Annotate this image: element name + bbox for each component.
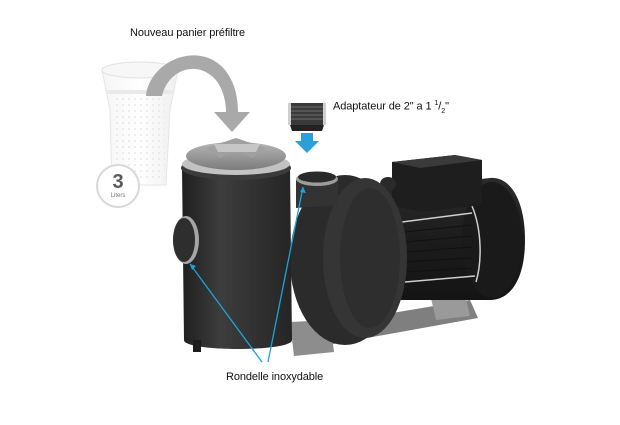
adapter-label-suffix: " (445, 100, 449, 113)
adapter-label-text: Adaptateur de 2" a 1 (333, 100, 435, 113)
blue-down-arrow-icon (295, 133, 319, 153)
capacity-value: 3 (112, 171, 124, 193)
motor (380, 155, 525, 300)
adapter-label: Adaptateur de 2" a 1 1/2" (333, 100, 449, 115)
adapter-fraction-numerator: 1 (434, 100, 439, 107)
curved-arrow-icon (146, 55, 250, 133)
adapter-fitting (288, 103, 326, 131)
washer-label: Rondelle inoxydable (226, 371, 324, 383)
capacity-badge: 3 Liters (96, 164, 140, 208)
pump-volute (290, 171, 407, 345)
callout-lines (189, 186, 304, 363)
prefilter-basket (101, 61, 179, 186)
capacity-unit: Liters (110, 193, 126, 199)
basket-label: Nouveau panier préfiltre (130, 27, 246, 39)
prefilter-housing (173, 138, 292, 352)
adapter-fraction-denominator: 2 (441, 107, 446, 115)
adapter-fraction-slash: / (438, 100, 442, 113)
